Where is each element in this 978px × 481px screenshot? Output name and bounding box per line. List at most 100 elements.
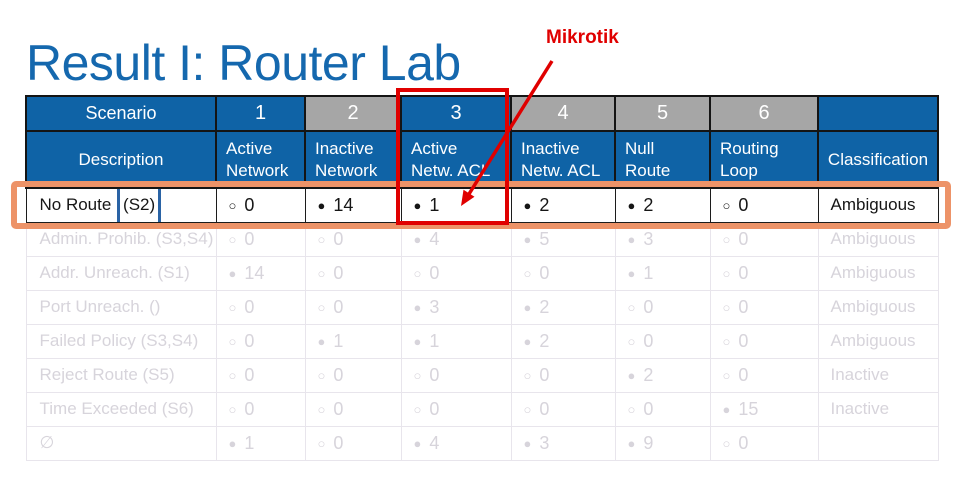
value-cell: ○0 (400, 255, 512, 291)
hollow-dot-icon: ○ (228, 197, 237, 213)
description-header-cell: Description (25, 130, 217, 189)
filled-dot-icon: ● (627, 367, 636, 383)
hollow-dot-icon: ○ (722, 231, 731, 247)
hollow-dot-icon: ○ (317, 401, 326, 417)
hollow-dot-icon: ○ (317, 231, 326, 247)
boxed-label-callout: (S2) (117, 189, 162, 221)
filled-dot-icon: ● (627, 265, 636, 281)
hollow-dot-icon: ○ (722, 265, 731, 281)
classification-cell: Ambiguous (817, 289, 939, 325)
row-label-cell: Time Exceeded (S6) (25, 391, 217, 427)
header-classification-spacer (817, 95, 939, 132)
hollow-dot-icon: ○ (228, 401, 237, 417)
hollow-dot-icon: ○ (722, 333, 731, 349)
classification-cell: Ambiguous (817, 323, 939, 359)
value-cell: ○0 (510, 255, 616, 291)
hollow-dot-icon: ○ (627, 401, 636, 417)
value-cell: ●1 (304, 323, 402, 359)
row-label-cell: ∅ (25, 425, 217, 461)
column-number-3: 3 (400, 95, 512, 132)
table-row: ∅●1○0●4●3●9○0 (25, 425, 939, 461)
column-number-2: 2 (304, 95, 402, 132)
filled-dot-icon: ● (413, 299, 422, 315)
hollow-dot-icon: ○ (722, 299, 731, 315)
value-cell: ○0 (709, 221, 819, 257)
hollow-dot-icon: ○ (317, 435, 326, 451)
value-cell: ○0 (510, 391, 616, 427)
filled-dot-icon: ● (317, 333, 326, 349)
value-cell: ●1 (400, 187, 512, 223)
scenario-header-cell: Scenario (25, 95, 217, 132)
value-cell: ○0 (304, 289, 402, 325)
value-cell: ●5 (510, 221, 616, 257)
value-cell: ●15 (709, 391, 819, 427)
filled-dot-icon: ● (627, 231, 636, 247)
value-cell: ○0 (215, 323, 306, 359)
value-cell: ○0 (304, 221, 402, 257)
hollow-dot-icon: ○ (722, 435, 731, 451)
hollow-dot-icon: ○ (228, 333, 237, 349)
hollow-dot-icon: ○ (722, 197, 731, 213)
hollow-dot-icon: ○ (523, 265, 532, 281)
hollow-dot-icon: ○ (413, 265, 422, 281)
value-cell: ●1 (614, 255, 711, 291)
mikrotik-annotation-label: Mikrotik (546, 27, 619, 48)
value-cell: ○0 (215, 357, 306, 393)
value-cell: ○0 (614, 289, 711, 325)
filled-dot-icon: ● (523, 435, 532, 451)
classification-cell: Ambiguous (817, 221, 939, 257)
value-cell: ○0 (400, 391, 512, 427)
filled-dot-icon: ● (228, 265, 237, 281)
hollow-dot-icon: ○ (413, 401, 422, 417)
row-label-cell: Failed Policy (S3,S4) (25, 323, 217, 359)
value-cell: ●3 (400, 289, 512, 325)
value-cell: ○0 (304, 255, 402, 291)
classification-cell: Ambiguous (817, 187, 939, 223)
row-label-cell: Port Unreach. () (25, 289, 217, 325)
value-cell: ●3 (614, 221, 711, 257)
row-label-cell: Reject Route (S5) (25, 357, 217, 393)
hollow-dot-icon: ○ (722, 367, 731, 383)
column-description-2: Inactive Network (304, 130, 402, 189)
value-cell: ●9 (614, 425, 711, 461)
value-cell: ○0 (614, 323, 711, 359)
filled-dot-icon: ● (413, 197, 422, 213)
value-cell: ●4 (400, 221, 512, 257)
value-cell: ●2 (510, 289, 616, 325)
value-cell: ○0 (304, 425, 402, 461)
value-cell: ○0 (215, 221, 306, 257)
classification-cell (817, 425, 939, 461)
column-description-1: Active Network (215, 130, 306, 189)
value-cell: ○0 (304, 357, 402, 393)
page-title: Result I: Router Lab (26, 34, 461, 91)
filled-dot-icon: ● (627, 197, 636, 213)
classification-header-cell: Classification (817, 130, 939, 189)
value-cell: ●3 (510, 425, 616, 461)
classification-cell: Ambiguous (817, 255, 939, 291)
filled-dot-icon: ● (722, 401, 731, 417)
hollow-dot-icon: ○ (317, 367, 326, 383)
row-label-cell: Admin. Prohib. (S3,S4) (25, 221, 217, 257)
hollow-dot-icon: ○ (413, 367, 422, 383)
hollow-dot-icon: ○ (627, 333, 636, 349)
hollow-dot-icon: ○ (228, 299, 237, 315)
value-cell: ●14 (215, 255, 306, 291)
classification-cell: Inactive (817, 391, 939, 427)
value-cell: ●14 (304, 187, 402, 223)
filled-dot-icon: ● (413, 333, 422, 349)
value-cell: ○0 (709, 323, 819, 359)
value-cell: ○0 (510, 357, 616, 393)
value-cell: ●1 (400, 323, 512, 359)
filled-dot-icon: ● (228, 435, 237, 451)
value-cell: ○0 (215, 289, 306, 325)
filled-dot-icon: ● (627, 435, 636, 451)
